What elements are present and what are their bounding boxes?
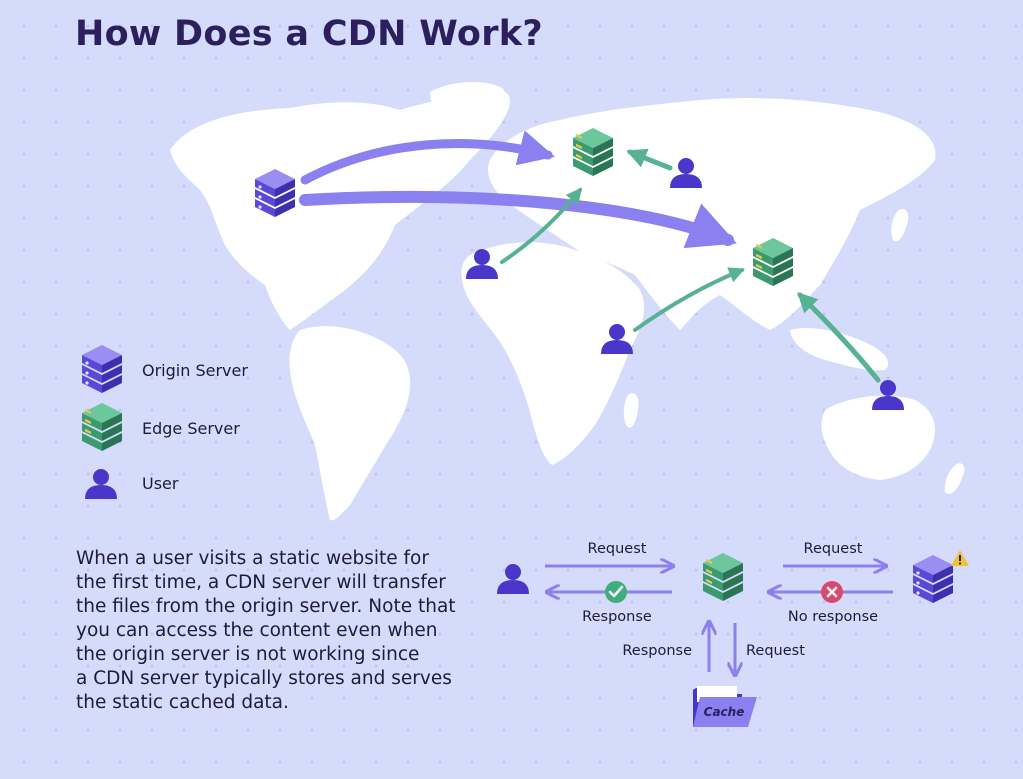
user-africa-north-to-edge-arrow [500,187,582,264]
north-america-shape [170,92,511,330]
japan-shape [891,208,909,242]
legend-user: User [132,474,178,493]
australia-shape [821,395,935,480]
legend-origin-server-icon [82,345,122,393]
legend-edge-server-label: Edge Server [142,419,240,438]
edge-server-europe-icon [573,128,613,176]
request-down-label: Request [746,643,805,659]
origin-to-europe-arrow [300,130,555,185]
madagascar-shape [623,393,639,428]
legend-user-label: User [142,474,179,493]
africa-shape [461,242,645,465]
greenland-shape [430,81,505,128]
origin-server-icon [255,169,295,217]
legend-user-icon [85,469,117,499]
flow-origin-server-icon [913,555,953,603]
origin-to-asia-arrow [299,190,737,249]
flow-user-icon [497,564,529,594]
world-map [170,81,965,521]
legend-origin-server-label: Origin Server [142,361,248,380]
new-zealand-shape [944,463,965,495]
south-america-shape [289,326,411,521]
response-down-label: Response [622,643,692,659]
flow-edge-server-icon [703,553,743,601]
legend-edge-server-icon [82,403,122,451]
user-australia-to-edge-arrow [797,292,881,383]
no-response-label: No response [788,609,878,625]
legend-edge-server: Edge Server [132,419,240,438]
legend-origin-server: Origin Server [132,361,248,380]
response-left-label: Response [582,609,652,625]
cache-folder-icon: Cache [693,686,757,727]
cdn-flow-diagram: Request Response Request No response Res… [497,541,969,727]
user-russia-to-edge-arrow [626,148,673,171]
request-right-label: Request [804,541,863,557]
error-icon [821,581,843,603]
check-icon [605,581,627,603]
page-title: How Does a CDN Work? [75,14,543,54]
description-text: When a user visits a static website for … [76,548,456,713]
user-africa-east-to-edge-arrow [633,267,745,332]
user-australia-icon [872,380,904,410]
request-left-label: Request [588,541,647,557]
cache-label: Cache [704,705,745,719]
warning-icon [951,550,969,566]
edge-server-asia-icon [753,238,793,286]
